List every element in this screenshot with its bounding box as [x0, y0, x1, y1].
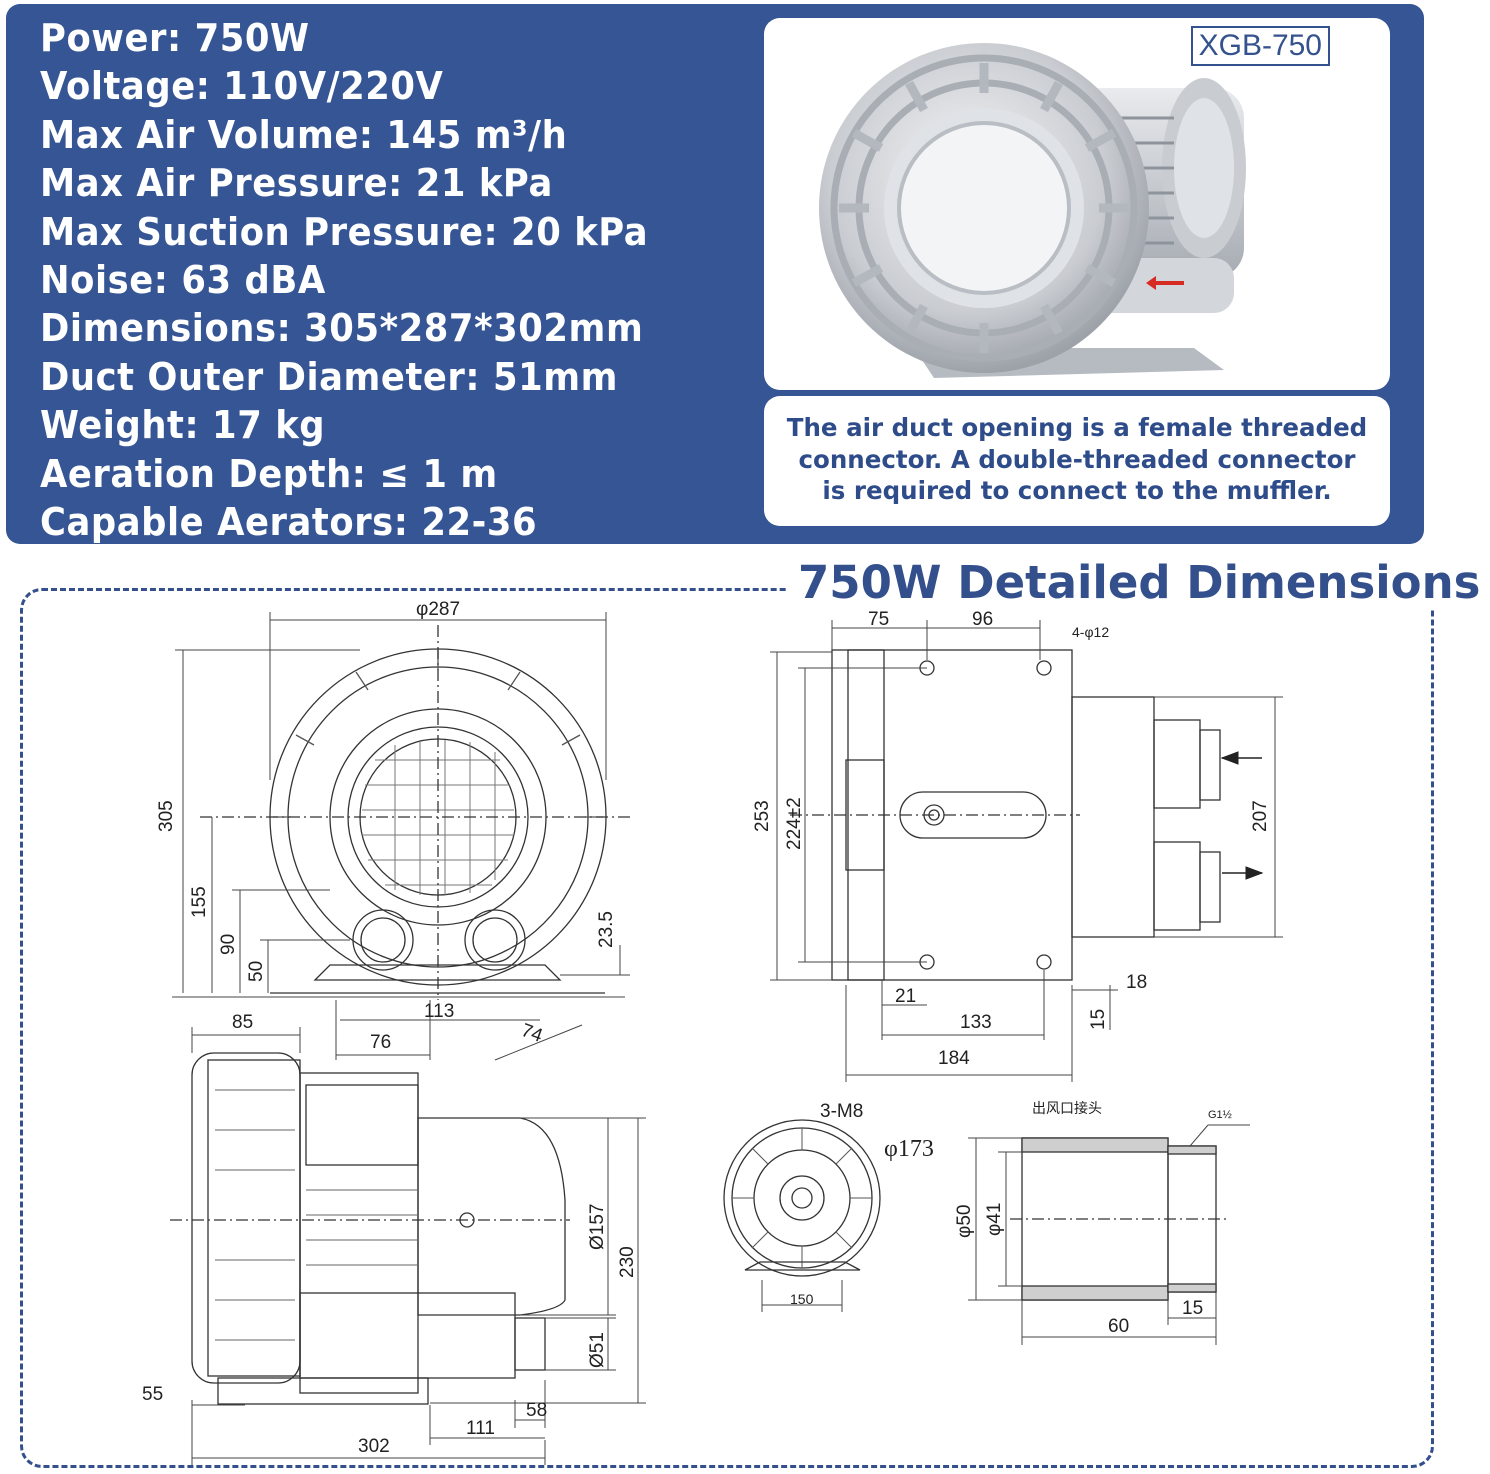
- dim-side-96: 96: [972, 609, 993, 630]
- drawing-frame: [20, 588, 1434, 1468]
- connector-60: 60: [1108, 1316, 1129, 1337]
- spec-air-pressure: Max Air Pressure: 21 kPa: [40, 161, 553, 206]
- dim-bottom-58: 58: [526, 1400, 547, 1421]
- dim-front-50: 50: [246, 961, 267, 982]
- connector-dia50: φ50: [954, 1205, 975, 1238]
- dim-impeller-150: 150: [790, 1291, 814, 1307]
- dim-side-75: 75: [868, 609, 889, 630]
- spec-duct-diameter: Duct Outer Diameter: 51mm: [40, 354, 619, 399]
- front-dimension-lines: [172, 612, 630, 1061]
- connector-dia41: φ41: [984, 1203, 1005, 1236]
- note-card: The air duct opening is a female threade…: [764, 396, 1390, 526]
- spec-voltage: Voltage: 110V/220V: [40, 64, 444, 109]
- dim-impeller-173: φ173: [884, 1136, 934, 1162]
- spec-weight: Weight: 17 kg: [40, 403, 326, 448]
- dim-bottom-230: 230: [617, 1246, 638, 1278]
- impeller-view: [723, 1119, 881, 1312]
- dim-bottom-51: Ø51: [587, 1332, 608, 1368]
- spec-capable-aerators: Capable Aerators: 22-36: [40, 500, 538, 545]
- dim-bottom-302: 302: [358, 1436, 390, 1457]
- spec-aeration-depth: Aeration Depth: ≤ 1 m: [40, 451, 498, 496]
- dim-impeller-bolts: 3-M8: [820, 1101, 863, 1122]
- connector-note: The air duct opening is a female threade…: [786, 413, 1368, 505]
- dim-side-holes: 4-φ12: [1072, 624, 1109, 640]
- dimension-labels: φ287 305 155 90 50 23.5 113 76 74 75 96 …: [142, 599, 1271, 1457]
- dim-side-207: 207: [1250, 800, 1271, 832]
- dim-bottom-85: 85: [232, 1012, 253, 1033]
- dim-front-23-5: 23.5: [596, 911, 617, 948]
- dim-side-224: 224±2: [784, 797, 805, 850]
- dim-front-76: 76: [370, 1032, 391, 1053]
- dim-side-133: 133: [960, 1012, 992, 1033]
- dim-front-74: 74: [518, 1020, 545, 1047]
- dim-bottom-55: 55: [142, 1384, 163, 1405]
- dim-front-113: 113: [424, 1001, 454, 1022]
- spec-list: Power: 750W Voltage: 110V/220V Max Air V…: [40, 14, 694, 546]
- product-photo-card: XGB-750: [764, 18, 1390, 390]
- side-view: [790, 649, 1221, 981]
- dim-front-width: φ287: [416, 599, 460, 620]
- drawing-title: 750W Detailed Dimensions: [788, 556, 1490, 610]
- dim-bottom-111: 111: [466, 1418, 495, 1439]
- dim-bottom-157: Ø157: [587, 1204, 608, 1250]
- bottom-side-view: [170, 1052, 570, 1405]
- spec-noise: Noise: 63 dBA: [40, 258, 326, 303]
- dim-side-253: 253: [752, 800, 773, 832]
- dim-front-155: 155: [189, 886, 210, 918]
- spec-suction-pressure: Max Suction Pressure: 20 kPa: [40, 209, 649, 254]
- spec-power: Power: 750W: [40, 16, 310, 60]
- dim-side-21: 21: [895, 986, 916, 1007]
- technical-drawing: φ287 305 155 90 50 23.5 113 76 74 75 96 …: [142, 599, 1283, 1465]
- blower-illustration: [819, 43, 1246, 378]
- connector-thread: G1½: [1208, 1109, 1232, 1121]
- spec-air-volume: Max Air Volume: 145 m³/h: [40, 112, 568, 157]
- dim-side-184: 184: [938, 1048, 970, 1069]
- dim-front-90: 90: [218, 934, 239, 955]
- dim-side-18: 18: [1126, 972, 1147, 993]
- flow-arrows: [1220, 751, 1264, 880]
- dim-side-15: 15: [1088, 1009, 1109, 1030]
- spec-dimensions: Dimensions: 305*287*302mm: [40, 306, 644, 351]
- bottom-dimension-lines: [191, 1027, 646, 1465]
- side-dimension-lines: [770, 620, 1283, 1082]
- connector-view: [968, 1124, 1250, 1345]
- connector-15: 15: [1182, 1298, 1203, 1319]
- front-view: [200, 625, 630, 1000]
- connector-title: 出风口接头: [1032, 1100, 1102, 1116]
- dim-front-height: 305: [156, 800, 177, 832]
- model-label: XGB-750: [1190, 26, 1330, 66]
